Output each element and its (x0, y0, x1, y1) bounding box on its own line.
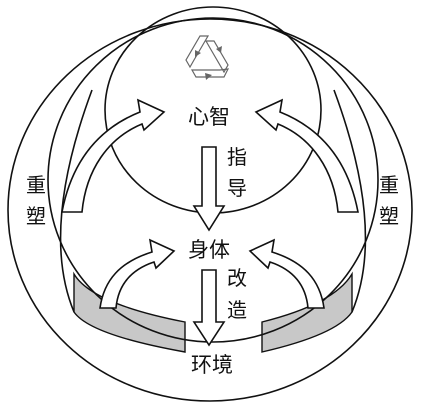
arrow-left-to-body (99, 238, 176, 309)
reshape-right-char-2: 塑 (379, 204, 399, 228)
body-label: 身体 (188, 238, 230, 262)
mind-label: 心智 (188, 105, 230, 129)
arrow-mind-to-body (192, 146, 226, 232)
guide-char-2: 导 (227, 176, 247, 200)
arrow-right-to-mind (254, 98, 359, 213)
right-side-arc (333, 89, 367, 313)
reshape-left-char-1: 重 (26, 173, 46, 197)
transform-char-1: 改 (227, 266, 247, 290)
reshape-left-char-2: 塑 (26, 204, 46, 228)
arrow-right-to-body (248, 238, 325, 309)
arrow-left-to-mind (61, 98, 166, 213)
left-side-arc (59, 89, 93, 313)
transform-char-2: 造 (227, 298, 247, 322)
arrow-body-to-environment (192, 269, 226, 347)
outer-circle (7, 18, 413, 402)
middle-circle (47, 17, 379, 343)
guide-char-1: 指 (227, 145, 247, 169)
left-gray-band (73, 271, 186, 353)
reshape-right-char-1: 重 (379, 173, 399, 197)
environment-label: 环境 (191, 353, 233, 377)
recycle-triangle-icon (185, 35, 230, 80)
